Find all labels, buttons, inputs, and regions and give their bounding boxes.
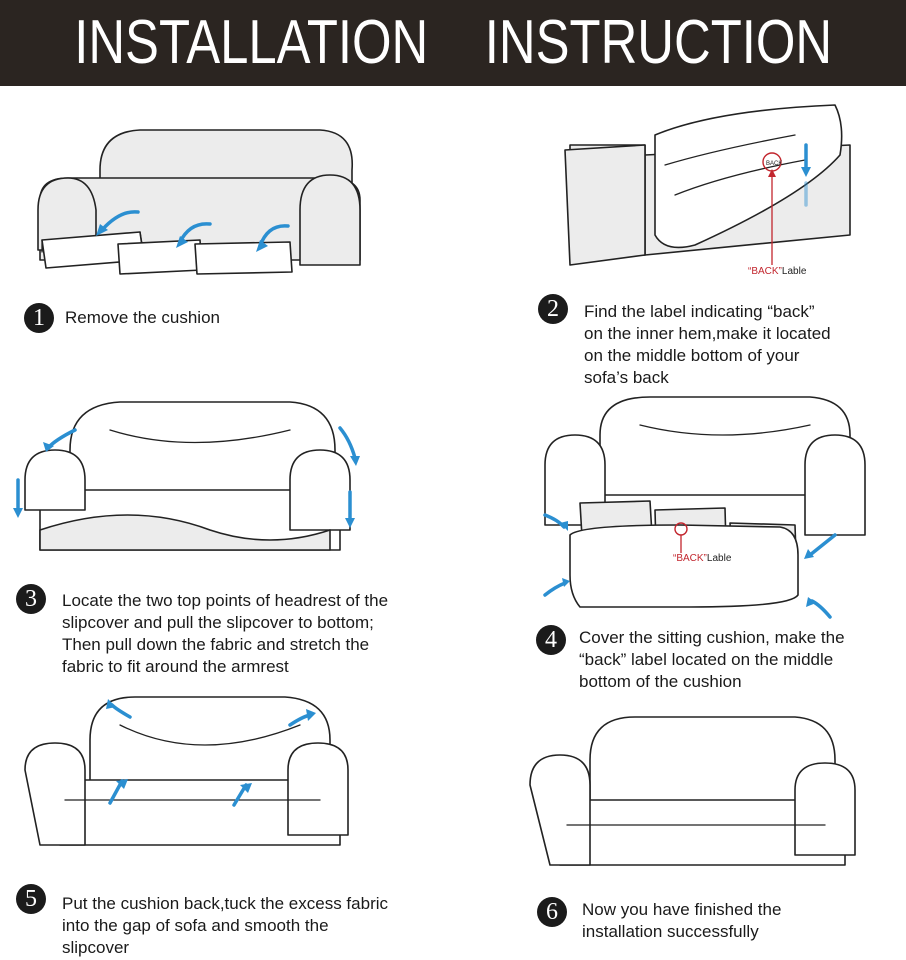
step-6-text: Now you have finished the installation s…: [582, 900, 782, 941]
back-label-caption-1: “BACK”Lable: [748, 266, 807, 277]
header-banner: INSTALLATION INSTRUCTION: [0, 0, 906, 86]
step-6-number: 6: [537, 897, 567, 927]
illustration-find-back-label: BACK: [564, 104, 851, 266]
back-label-caption-2: “BACK”Lable: [673, 553, 732, 564]
illustration-pull-slipcover: [13, 401, 360, 551]
illustration-remove-cushion: [37, 129, 361, 275]
step-1-text: Remove the cushion: [65, 308, 220, 327]
step-3-text: Locate the two top points of headrest of…: [62, 591, 389, 676]
back-tag-text: BACK: [766, 161, 782, 167]
step-2-number: 2: [538, 294, 568, 324]
step-4-number: 4: [536, 625, 566, 655]
step-1-number: 1: [24, 303, 54, 333]
step-5-number: 5: [16, 884, 46, 914]
page-title: INSTALLATION INSTRUCTION: [74, 8, 832, 77]
step-2-text: Find the label indicating “back” on the …: [584, 302, 831, 387]
step-4-text: Cover the sitting cushion, make the “bac…: [579, 628, 845, 691]
step-3-number: 3: [16, 584, 46, 614]
illustration-tuck-fabric: [24, 696, 349, 846]
step-5-text: Put the cushion back,tuck the excess fab…: [62, 894, 389, 957]
illustration-cover-cushion: [543, 396, 866, 619]
illustration-finished-sofa: [529, 716, 856, 866]
